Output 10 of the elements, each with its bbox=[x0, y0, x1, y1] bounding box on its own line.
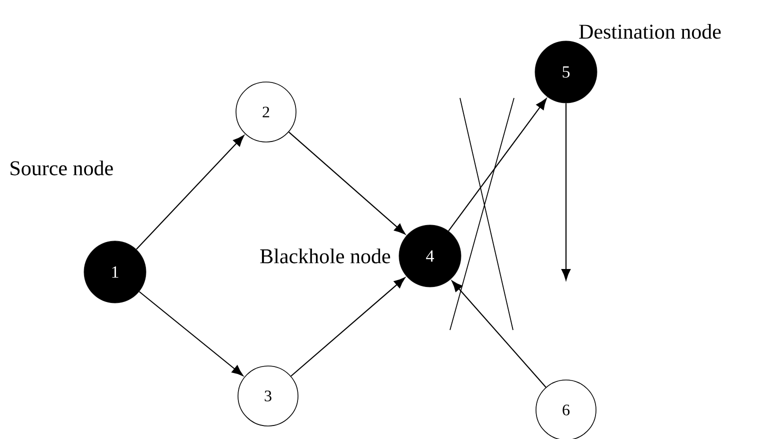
arrow bbox=[136, 135, 244, 250]
arrow bbox=[452, 280, 546, 388]
arrow bbox=[448, 98, 547, 232]
arrow bbox=[138, 291, 244, 376]
arrow bbox=[290, 277, 406, 377]
arrow bbox=[288, 132, 406, 234]
node-label: Destination node bbox=[579, 24, 721, 39]
node-label: Source node bbox=[10, 160, 113, 176]
node-label: Blackhole node bbox=[260, 248, 390, 264]
arrow bbox=[561, 103, 571, 280]
